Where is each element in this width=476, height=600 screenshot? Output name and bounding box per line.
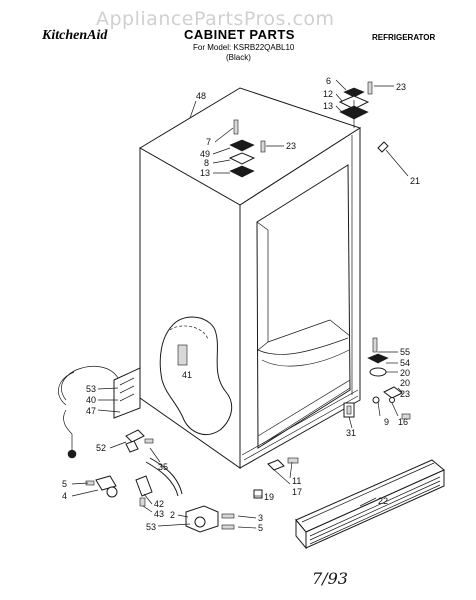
callout-16: 16 [398,417,408,427]
callout-8: 8 [204,158,209,168]
base-grille-22 [295,459,445,550]
callout-35: 35 [158,462,168,472]
model-number: For Model: KSRB22QABL10 [193,43,295,52]
hinge-pin-21 [377,141,389,153]
callout-23-front: 23 [286,141,296,151]
callout-41: 41 [182,370,192,380]
lower-bracket-hardware [85,429,235,533]
callout-20: 20 [400,368,410,378]
page-title: CABINET PARTS [184,27,295,42]
bracket-52 [125,429,145,443]
drain-tube-35 [145,461,179,497]
callout-54: 54 [400,358,410,368]
cabinet-opening [256,164,351,449]
callout-2: 2 [170,510,175,520]
power-cord-box [58,366,141,459]
screw-7 [233,119,239,135]
pin-23 [260,140,266,153]
callout-22: 22 [378,496,388,506]
callout-40: 40 [86,395,96,405]
callout-23-lower: 23 [400,389,410,399]
callout-3: 3 [258,513,263,523]
callout-9: 9 [384,417,389,427]
callout-52: 52 [96,443,106,453]
site-watermark: AppliancePartsPros.com [96,8,335,30]
callout-labels: 48 6 12 13 23 7 49 8 13 23 21 55 54 20 2… [62,76,420,533]
spacer-19 [253,489,263,499]
callout-53: 53 [86,384,96,394]
callout-17: 17 [292,487,302,497]
callout-5-lower: 5 [258,523,263,533]
callout-4: 4 [62,491,67,501]
revision-date: 7/93 [312,569,348,588]
callout-12: 12 [323,89,333,99]
callout-23: 23 [396,82,406,92]
cabinet-foot-hardware [253,457,299,499]
brand-logo: KitchenAid [42,28,108,43]
callout-11: 11 [292,476,301,486]
callout-6: 6 [326,76,331,86]
callout-47: 47 [86,406,96,416]
callout-31: 31 [346,428,356,438]
callout-7: 7 [206,137,211,147]
callout-19: 19 [264,492,274,502]
grommet-41 [177,344,188,366]
top-hinge-rear [338,81,373,128]
callout-20-lower: 20 [400,378,410,388]
appliance-category: REFRIGERATOR [372,33,436,42]
top-hinge-front [228,119,266,178]
side-foam-cutout [159,316,233,435]
callout-13: 13 [323,101,333,111]
callout-13-front: 13 [200,168,210,178]
callout-55: 55 [400,347,410,357]
callout-53-lower: 53 [146,522,156,532]
callout-5: 5 [62,479,67,489]
callout-48: 48 [196,91,206,101]
clip-42 [135,475,153,497]
caster-4 [95,475,117,491]
callout-42: 42 [154,499,164,509]
callout-43: 43 [154,509,164,519]
leader-lines [71,79,409,529]
model-color: (Black) [226,53,251,62]
callout-21: 21 [410,176,420,186]
callout-49: 49 [200,149,210,159]
lower-hinge-assembly [343,337,411,420]
terminal-box-40 [113,367,141,419]
